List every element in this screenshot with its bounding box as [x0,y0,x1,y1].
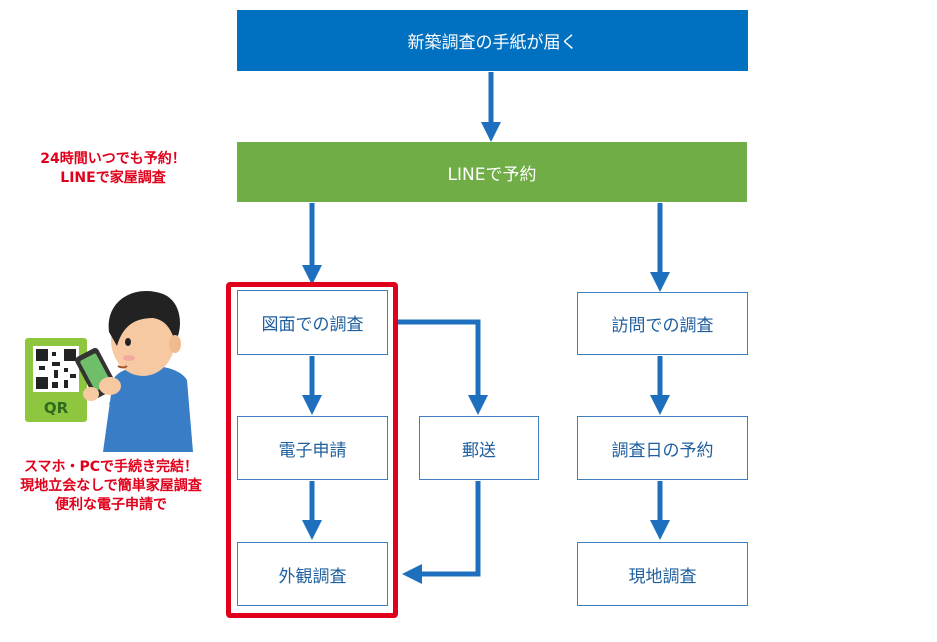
node-e-application: 電子申請 [237,416,388,480]
smartphone-note-line-3: 便利な電子申請で [55,497,167,513]
arrow-drawing-to-mail [398,319,488,415]
smartphone-note: スマホ・PCで手続き完結！ 現地立会なしで簡単家屋調査 便利な電子申請で [0,458,222,515]
node-drawing-survey: 図面での調査 [237,290,388,355]
person-scanning-qr-illustration: QR [25,291,193,452]
line-note-line-1: 24時間いつでも予約！ [40,151,186,167]
node-letter: 新築調査の手紙が届く [237,10,748,71]
arrow-mail-to-exterior [402,481,481,584]
node-visit-survey: 訪問での調査 [577,292,748,355]
node-mail: 郵送 [419,416,539,480]
smartphone-note-line-2: 現地立会なしで簡単家屋調査 [20,478,202,494]
node-exterior-survey: 外観調査 [237,542,388,606]
electronic-route-highlight [226,282,398,618]
node-survey-date-booking: 調査日の予約 [577,416,748,480]
line-note-line-2: LINEで家屋調査 [60,170,166,186]
line-note: 24時間いつでも予約！ LINEで家屋調査 [18,150,208,188]
node-onsite-survey: 現地調査 [577,542,748,606]
qr-label: QR [44,399,69,417]
smartphone-note-line-1: スマホ・PCで手続き完結！ [23,459,199,475]
node-line-booking: LINEで予約 [237,142,747,202]
